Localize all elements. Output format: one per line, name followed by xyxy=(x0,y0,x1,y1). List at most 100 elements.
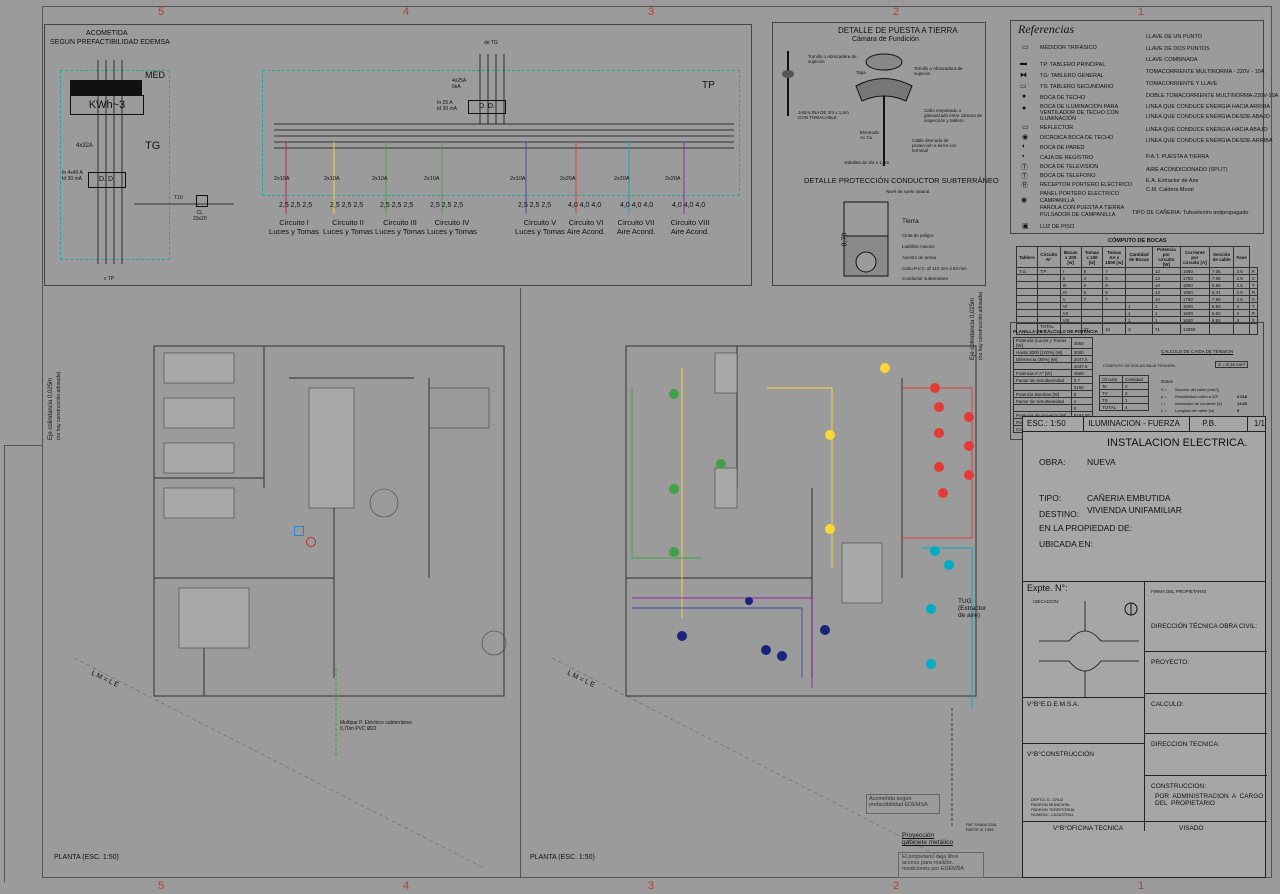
ref-left-16: PULSADOR DE CAMPANILLA xyxy=(1040,212,1116,218)
nota-text: El propietario deja libre acceso para re… xyxy=(902,854,965,872)
tp-dd-rating: In 25 A Id 30 mA xyxy=(437,100,458,112)
computo-cell: 2.5 xyxy=(1233,281,1250,289)
tierra-note-7: Cable desnudo de protección a tierra con… xyxy=(912,138,957,153)
tb-firma: FIRMA DEL PROPIETARIO xyxy=(1151,589,1207,594)
tv-icon: Ⓣ xyxy=(1021,164,1028,171)
ref-left-15: FAROLA CON PUESTA A TIERRA xyxy=(1040,205,1125,211)
computo-cell: II xyxy=(1059,274,1082,282)
computo-cell xyxy=(1016,295,1038,303)
computo-cell xyxy=(1016,281,1038,289)
seccion-value: S = 8,16 mm² xyxy=(1215,361,1249,368)
ref-right-7: LINEA QUE CONDUCE ENERGIA DESDE ABAJO xyxy=(1146,114,1271,120)
potencia-title: PLANILLA DE CÁLCULO DE POTENCIA xyxy=(1013,329,1098,334)
ceiling-light-red-3 xyxy=(964,412,974,422)
circuit-vi-breaker: 2x20A xyxy=(560,176,576,182)
ref-left-1: TP: TABLERO PRINCIPAL xyxy=(1040,62,1106,68)
tg-dashed-box xyxy=(60,70,170,260)
computo-cell: 7 xyxy=(1102,267,1127,275)
right-plan-tug: TUG (Extractor de aire) xyxy=(958,598,987,619)
ref-left-13: PANEL PORTERO ELECTRICO xyxy=(1040,191,1120,197)
ceiling-light-cyan-3 xyxy=(926,659,936,669)
potencia-cell: 1 xyxy=(1070,397,1094,405)
ceiling-light-blue-1 xyxy=(677,631,687,641)
computo-panel: CÓMPUTO DE BOCAS Tablero Circuito N° Boc… xyxy=(1014,236,1260,335)
potencia-cell xyxy=(1013,383,1072,391)
tierra-note-6: Electrodo Ac Cu xyxy=(860,130,880,140)
circuit-iii-breaker: 2x10A xyxy=(372,176,388,182)
potencia-cell: 3000 xyxy=(1070,348,1094,356)
computo-cell: 1850 xyxy=(1179,288,1210,296)
computo-cell: 2.5 xyxy=(1233,288,1250,296)
circuit-ii-label: Circuito II Luces y Tomas xyxy=(323,218,373,236)
ceiling-light-red-6 xyxy=(934,462,944,472)
acometida-note-text: Acometida según prefactibilidad EDEMSA xyxy=(869,796,928,808)
grid-bottom-5: 5 xyxy=(158,880,165,892)
cl-box xyxy=(196,195,208,207)
potencia-cell: Potencia Bombas [W] xyxy=(1013,390,1072,398)
potencia-cell: 0 xyxy=(1070,390,1094,398)
sub-note-3: Cinta de peligro xyxy=(902,233,934,238)
ref-left-14: CAMPANILLA xyxy=(1040,198,1075,204)
computo-cell: 5 xyxy=(1080,281,1104,289)
computo-cell: 4 xyxy=(1233,309,1250,317)
schematic-lines xyxy=(97,54,734,264)
ceiling-light-green-2 xyxy=(669,484,679,494)
computo-cell: 1 xyxy=(1151,309,1181,317)
subterraneo-title: DETALLE PROTECCIÓN CONDUCTOR SUBTERRÁNEO xyxy=(804,176,999,185)
ref-left-6: REFLECTOR xyxy=(1040,125,1074,131)
circuit-i-cond: 2,5 2,5 2,5 xyxy=(279,202,313,209)
computo-cell: III xyxy=(1059,281,1082,289)
tb-expte: Expte. N°: xyxy=(1027,583,1068,593)
ceiling-light-cyan-1 xyxy=(930,546,940,556)
tb-oficina: V°B°OFICINA TECNICA xyxy=(1053,825,1124,832)
ceiling-light-cyan-4 xyxy=(944,560,954,570)
ref-right-1: LLAVE DE DOS PUNTOS xyxy=(1146,46,1210,52)
ref-right-8: LINEA QUE CONDUCE ENERGIA HACIA ABAJO xyxy=(1146,127,1268,133)
ceiling-light-blue-5 xyxy=(745,597,753,605)
datos-row: L =Longitud del cable [m]5 xyxy=(1161,408,1255,413)
floor-light-icon: ▣ xyxy=(1022,223,1029,230)
grid-bottom-4: 4 xyxy=(403,880,410,892)
tb-header-row: ESC.: 1:50 ILUMINACION - FUERZA P.B. 1/1 xyxy=(1023,417,1265,432)
tierra-note-4: JABALINA DE 3/4 x 1,5m CON TOMACABLE xyxy=(798,110,849,120)
te-outlet-icon xyxy=(294,526,304,536)
ts-icon: ▭ xyxy=(1020,83,1027,90)
datos-cell: Sección del cable [mm2] xyxy=(1175,387,1219,392)
computo-cell: VII xyxy=(1059,309,1082,317)
computo-cell: S xyxy=(1248,274,1259,282)
ref-left-7: DICROICA BOCA DE TECHO xyxy=(1040,135,1114,141)
cl-label: CL 20x20 xyxy=(193,210,207,222)
drawing-left-edge xyxy=(4,445,42,882)
caida-title: CALCULO DE CAIDA DE TENSION xyxy=(1161,349,1234,354)
computo-cell: 2.5 xyxy=(1233,274,1250,282)
computo-cell: 5 xyxy=(1080,267,1104,275)
datos-title: Datos xyxy=(1161,379,1173,384)
tb-vb-construccion: V°B°CONSTRUCCIÓN xyxy=(1027,751,1094,758)
computo-h9: Fase xyxy=(1233,246,1250,268)
computo-cell xyxy=(1125,295,1153,303)
ref-right-0: LLAVE DE UN PUNTO xyxy=(1146,34,1203,40)
potencia-cell: 3850 xyxy=(1070,337,1094,349)
reflector-icon: ▭ xyxy=(1022,124,1029,131)
computo-header-row: Tablero Circuito N° Bocas x 200 [w] Toma… xyxy=(1016,246,1258,268)
tb-visado: VISADO xyxy=(1179,825,1204,832)
datos-cell: Longitud del cable [m] xyxy=(1175,408,1215,413)
potencia-cell: Hasta 3000 [100%] [W] xyxy=(1013,348,1072,356)
kwh-display: KWh~3 xyxy=(70,95,144,115)
computo-cell: 4 xyxy=(1080,274,1104,282)
mini-computo-cell: 2 xyxy=(1121,382,1150,390)
potencia-cell: Diferencia (35%) [W] xyxy=(1013,355,1072,363)
tb-sheet: ILUMINACION - FUERZA xyxy=(1084,417,1191,431)
computo-cell xyxy=(1036,309,1061,317)
computo-cell: R xyxy=(1248,288,1259,296)
ceiling-light-green-1 xyxy=(669,389,679,399)
tb-destino-key: DESTINO: xyxy=(1039,509,1080,519)
grid-bottom-3: 3 xyxy=(648,880,655,892)
dd-tp-box: D. D. xyxy=(468,100,506,114)
computo-cell: 1500 xyxy=(1179,309,1210,317)
tp-breaker-rating: 4x25A 6kA xyxy=(452,78,467,90)
